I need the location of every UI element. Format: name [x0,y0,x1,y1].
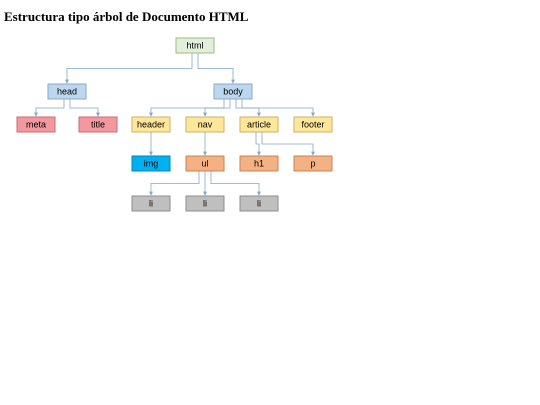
node-label-nav: nav [198,120,213,130]
edge-head-to-meta [34,99,65,117]
node-head: head [47,83,87,100]
edge-html-to-body [197,53,235,84]
edge-ul-to-li1 [149,171,200,196]
edge-body-to-footer [241,99,315,117]
node-p: p [293,155,333,172]
node-article: article [239,116,279,133]
node-box-footer [293,116,333,133]
node-label-h1: h1 [254,159,264,169]
node-label-title: title [91,120,105,130]
node-ul: ul [185,155,225,172]
node-label-html: html [186,41,203,51]
node-box-li1 [131,195,171,212]
node-box-li3 [239,195,279,212]
node-body: body [213,83,253,100]
node-title: title [78,116,118,133]
node-label-p: p [310,159,315,169]
node-h1: h1 [239,155,279,172]
page-title: Estructura tipo árbol de Documento HTML [4,9,249,24]
node-nav: nav [185,116,225,133]
node-li1: li [131,195,171,212]
node-li2: li [185,195,225,212]
node-label-li1: li [149,199,153,209]
edge-body-to-header [149,99,225,117]
node-li3: li [239,195,279,212]
tree-edges [34,53,315,196]
node-label-head: head [57,87,77,97]
node-box-body [213,83,253,100]
node-label-header: header [137,120,165,130]
edge-body-to-nav [203,99,231,117]
node-box-header [131,116,171,133]
node-img: img [131,155,171,172]
node-label-body: body [223,87,243,97]
edge-article-to-p [261,132,315,156]
node-box-h1 [239,155,279,172]
edge-body-to-article [235,99,261,117]
node-label-meta: meta [26,120,46,130]
node-label-li2: li [203,199,207,209]
node-box-html [175,37,215,54]
node-box-ul [185,155,225,172]
node-box-img [131,155,171,172]
node-box-title [78,116,118,133]
tree-nodes: html head body meta title header nav article foo… [16,37,333,212]
node-footer: footer [293,116,333,133]
node-box-p [293,155,333,172]
edge-head-to-title [69,99,100,117]
node-label-article: article [247,120,271,130]
node-box-nav [185,116,225,133]
node-box-li2 [185,195,225,212]
node-meta: meta [16,116,56,133]
edge-article-to-h1 [255,132,261,156]
node-label-li3: li [257,199,261,209]
node-label-footer: footer [301,120,324,130]
node-box-meta [16,116,56,133]
node-html: html [175,37,215,54]
node-box-head [47,83,87,100]
edge-html-to-head [65,53,193,84]
node-header: header [131,116,171,133]
node-label-ul: ul [201,159,208,169]
node-box-article [239,116,279,133]
node-label-img: img [144,159,159,169]
edge-ul-to-li3 [210,171,261,196]
